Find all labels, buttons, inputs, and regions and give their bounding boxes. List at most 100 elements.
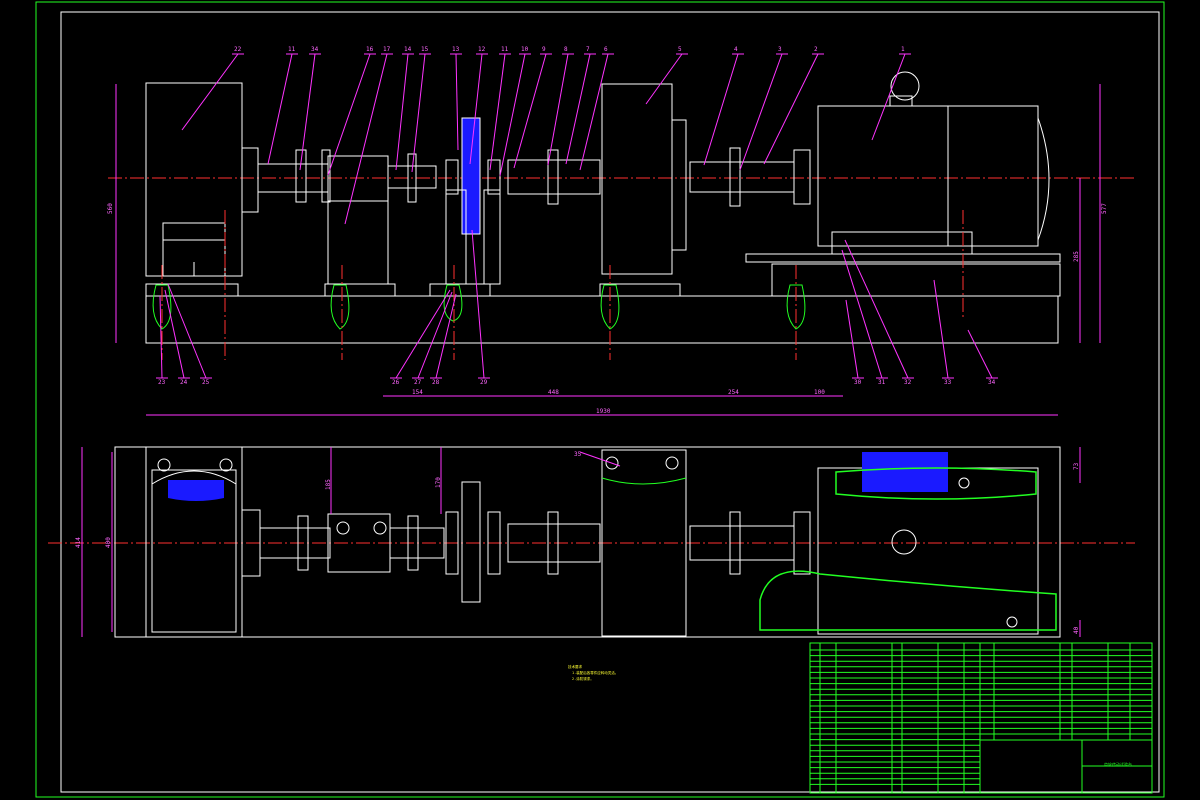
balloon-label: 10 [521,46,529,53]
load-flange [241,147,259,213]
balloon-leader [417,291,453,379]
balloon-label: 9 [542,46,546,53]
motor-flange [793,149,811,205]
dim-plan-offset-d: 40 [1073,626,1080,634]
balloon-leader [344,53,388,225]
shaft-mid [387,165,437,189]
balloon-leader [967,329,993,379]
balloon-label: 34 [311,46,319,53]
technical-notes: 技术要求 1.装配后各零件应转动灵活。 2.涂防锈漆。 [568,664,618,681]
bolt-section [330,284,350,330]
balloon-leader [327,53,371,176]
motor-eyebolt [890,71,920,101]
coupling-c [407,153,417,203]
load-unit [145,82,243,277]
balloon-leader [645,53,683,105]
balloon-label: 2 [814,46,818,53]
plan-bearing-housing [601,449,687,637]
balloon-leader [703,53,739,166]
plan-view: 414 400 185 170 73 40 35 [48,446,1135,638]
plan-base [114,446,1061,638]
balloon-leader [455,53,459,151]
coupling-b [321,149,331,203]
plan-load-unit [145,446,243,638]
balloon-leader [579,53,609,171]
plan-shaft-left [259,527,331,559]
plan-balloon: 35 [574,451,582,458]
motor-rear [947,105,1039,247]
dim-span-100: 100 [814,389,825,396]
motor-base-top [745,253,1061,263]
balloon-leader [164,289,185,379]
balloon-leader [395,289,451,379]
coupling-e [729,147,741,207]
balloon-label: 8 [564,46,568,53]
front-view: 560 577 285 1930 154 448 254 100 [107,71,1135,416]
gear-bracket-a [445,189,467,285]
balloon-label: 13 [452,46,460,53]
balloon-leader [845,299,859,379]
balloon-leader [499,53,526,177]
dim-plan-offset-c: 73 [1073,462,1080,470]
balloon-leader [513,53,547,169]
balloon-leader [739,53,783,171]
balloon-label: 28 [432,379,440,386]
balloon-label: 4 [734,46,738,53]
gear-large [462,118,480,234]
dim-overall-length: 1930 [596,408,611,415]
balloon-label: 34 [988,379,996,386]
balloon-label: 17 [383,46,391,53]
notes-line-2: 2.涂防锈漆。 [572,676,594,681]
balloon-leader [841,249,883,379]
balloon-label: 25 [202,379,210,386]
balloon-label: 27 [414,379,422,386]
balloon-label: 22 [234,46,242,53]
gear-bracket-b [483,189,501,285]
motor-endcap [1037,117,1050,241]
sensor-stand [327,200,389,285]
coupling-a [295,149,307,203]
balloon-leader [871,53,906,141]
balloon-leader [411,53,426,173]
balloon-leader [267,53,293,165]
balloon-label: 29 [480,379,488,386]
balloon-leader [471,229,485,379]
plan-motor-terminal-box [862,452,948,492]
balloon-leader [565,53,591,165]
dim-height-right-a: 577 [1101,203,1108,214]
dim-plan-width: 414 [75,537,82,548]
base-pad-4 [599,283,681,297]
balloon-leader [489,53,506,171]
plan-motor-base-section [759,570,1057,631]
title-block-name: 齿轮传动试验台 [1104,761,1132,767]
balloon-label: 30 [854,379,862,386]
balloon-label: 26 [392,379,400,386]
dim-plan-offset-a: 185 [325,479,332,490]
dim-span-448: 448 [548,389,559,396]
balloon-leader [167,283,207,379]
gear-hub-left [445,159,459,195]
dim-plan-offset-b: 170 [435,477,442,488]
balloon-label: 15 [421,46,429,53]
motor-base [771,263,1061,297]
balloon-label: 16 [366,46,374,53]
balloon-label: 11 [501,46,509,53]
base-plate [145,295,1059,344]
dim-height-right-b: 285 [1073,251,1080,262]
balloon-label: 7 [586,46,590,53]
balloon-leader [763,53,819,165]
balloon-label: 3 [778,46,782,53]
gear-hub-right [487,159,501,195]
balloon-leader [395,53,409,171]
balloon-label: 12 [478,46,486,53]
bearing-housing [601,83,673,275]
dim-height-left: 560 [107,203,114,214]
balloon-leader [844,239,909,379]
dim-span-254: 254 [728,389,739,396]
outer-border [35,1,1165,798]
balloon-label: 14 [404,46,412,53]
bolt-section [600,284,620,330]
